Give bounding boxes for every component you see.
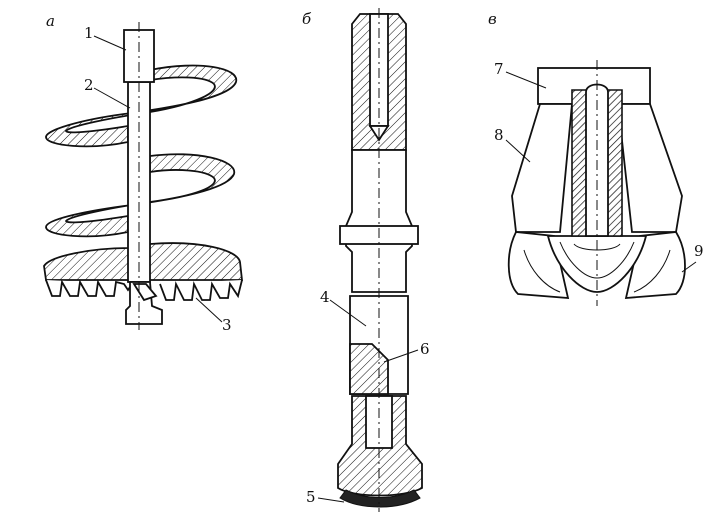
callout-6: 6: [420, 340, 430, 358]
rod-drawing: [337, 8, 423, 512]
auger-flight-top: [45, 64, 237, 148]
bit-cone-ring-right: [633, 249, 671, 293]
leader-2: [93, 87, 131, 109]
callout-5: 5: [306, 488, 316, 506]
callout-2: 2: [84, 76, 94, 94]
section-label-c: в: [488, 10, 497, 28]
leader-5: [317, 497, 345, 503]
callout-8: 8: [494, 126, 504, 144]
bit-left-leg: [511, 103, 573, 233]
auger-flight-middle: [45, 153, 235, 238]
bit-cone-ring-left: [523, 249, 561, 293]
bit-drawing: [507, 60, 686, 306]
auger-drawing: [43, 22, 244, 330]
leader-7: [505, 71, 547, 89]
leader-9: [681, 261, 697, 273]
bit-bore-ring: [573, 243, 621, 251]
leader-4: [329, 299, 367, 327]
leader-8: [505, 139, 531, 163]
leader-1: [93, 35, 127, 51]
auger-cutting-teeth: [45, 279, 243, 301]
callout-4: 4: [320, 288, 330, 306]
bit-cone-ring: [559, 241, 635, 279]
callout-3: 3: [222, 316, 232, 334]
callout-1: 1: [84, 24, 94, 42]
section-label-b: б: [302, 10, 312, 28]
callout-7: 7: [494, 60, 504, 78]
section-label-a: а: [46, 12, 55, 30]
leader-6: [383, 349, 419, 363]
callout-9: 9: [694, 242, 704, 260]
bit-right-leg: [616, 103, 683, 233]
rod-bit-crown: [339, 489, 421, 508]
leader-3: [195, 297, 223, 323]
